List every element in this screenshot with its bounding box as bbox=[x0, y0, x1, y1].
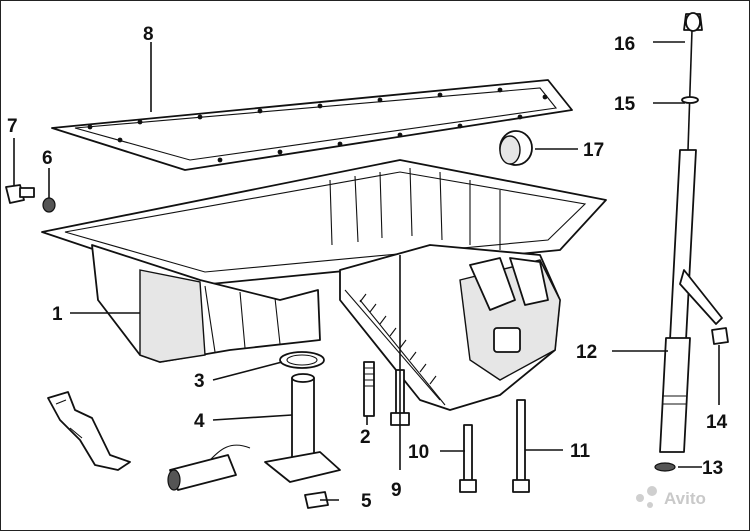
label-17: 17 bbox=[583, 140, 604, 161]
watermark-text: Avito bbox=[664, 489, 706, 508]
label-13: 13 bbox=[702, 458, 723, 479]
label-5: 5 bbox=[361, 491, 372, 512]
label-1: 1 bbox=[52, 304, 63, 325]
label-3: 3 bbox=[194, 371, 205, 392]
dipstick-tube bbox=[659, 149, 723, 453]
oil-pan bbox=[41, 159, 607, 411]
tube-seal bbox=[654, 462, 676, 472]
label-14: 14 bbox=[706, 412, 728, 433]
watermark: Avito bbox=[636, 486, 706, 508]
oil-pan-gasket bbox=[51, 79, 573, 171]
label-12: 12 bbox=[576, 342, 597, 363]
label-4: 4 bbox=[194, 411, 205, 432]
bracket bbox=[47, 391, 131, 471]
cap-plug bbox=[499, 130, 533, 166]
oil-pickup-tube bbox=[167, 373, 341, 491]
label-9: 9 bbox=[391, 480, 402, 501]
label-8: 8 bbox=[143, 24, 154, 45]
leader-lines bbox=[13, 41, 720, 501]
bolt-10 bbox=[459, 424, 477, 493]
stud bbox=[363, 361, 375, 417]
label-15: 15 bbox=[614, 94, 636, 115]
dipstick bbox=[683, 12, 703, 151]
label-6: 6 bbox=[42, 148, 53, 169]
label-11: 11 bbox=[570, 441, 591, 462]
label-7: 7 bbox=[7, 116, 18, 137]
tube-bolt bbox=[711, 327, 729, 345]
o-ring bbox=[279, 351, 325, 369]
dipstick-o-ring bbox=[681, 96, 699, 104]
label-10: 10 bbox=[408, 442, 429, 463]
sealing-washer bbox=[42, 197, 56, 213]
drain-bolt bbox=[5, 184, 35, 204]
bolt-11 bbox=[512, 399, 530, 493]
label-2: 2 bbox=[360, 427, 371, 448]
label-16: 16 bbox=[614, 34, 635, 55]
drain-plug bbox=[304, 491, 329, 509]
